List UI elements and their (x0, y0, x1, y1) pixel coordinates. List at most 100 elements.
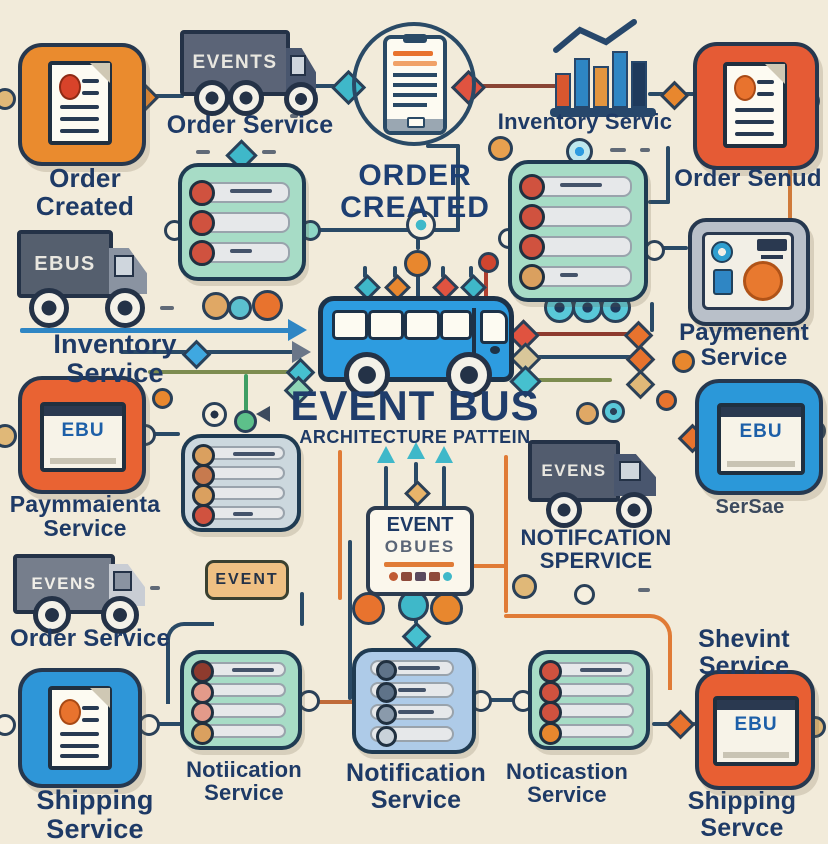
flow-line (426, 144, 460, 148)
shipping-service-label: Shipping Service (36, 785, 154, 844)
event-bus-subtitle: ARCHITECTURE PATTEIN (299, 427, 531, 447)
queue-row (539, 701, 634, 724)
arrow-up-icon (435, 446, 453, 463)
browser-text: EBU (61, 420, 105, 441)
diamond-connector (404, 480, 431, 507)
glyph-row (384, 572, 456, 582)
browser-icon: EBU (713, 696, 799, 766)
truck-wheel (33, 596, 71, 634)
bus-window (404, 310, 440, 340)
flow-line (456, 144, 460, 232)
queue-box-upper-left (178, 163, 306, 281)
flow-line (363, 266, 367, 278)
noticastion-service-label: Noticastion Service (506, 759, 628, 808)
bus-window (440, 310, 472, 340)
flow-line (148, 370, 294, 374)
red-dot (59, 699, 81, 725)
evens-truck-bottom-left: EVENS (13, 552, 149, 634)
order-senud-card (693, 42, 819, 170)
dash-mark (262, 150, 276, 154)
truck-cab (614, 454, 656, 496)
payment-terminal-card (688, 218, 810, 326)
browser-statusbar (723, 752, 789, 758)
diamond-connector (659, 80, 690, 111)
notification-service-label: Notification Service (346, 759, 486, 814)
queue-row (191, 701, 286, 724)
page-fold (90, 63, 110, 83)
node-dot (488, 136, 513, 161)
paymmaienta-browser-card: EBU (18, 376, 146, 494)
event-bus-icon (318, 296, 514, 398)
queue-row (539, 680, 634, 704)
browser-statusbar (727, 461, 795, 467)
event-queue-sign: EVENT OBUES (366, 506, 474, 596)
red-dot (734, 75, 756, 101)
node-dot (602, 400, 625, 423)
queue-box-bottom-center (352, 648, 476, 754)
flow-line (486, 698, 514, 702)
arrow-up-icon (407, 442, 425, 459)
flow-line (660, 246, 688, 250)
flow-line (472, 84, 558, 88)
red-dot (59, 74, 81, 100)
queue-row (370, 682, 454, 703)
dash-mark (290, 114, 298, 118)
notifcation-spervice-label: NOTIFCATION SPERVICE (520, 525, 672, 574)
flow-line (140, 94, 184, 98)
payment-terminal-icon (702, 232, 794, 310)
heading-line1: ORDER (358, 159, 472, 192)
inventory-service-label: Inventory Service (53, 329, 177, 388)
queue-row (189, 239, 290, 266)
event-badge-text: EVENT (215, 571, 279, 588)
event-badge: EVENT (205, 560, 289, 600)
diamond-connector (625, 369, 656, 400)
truck-signage: EVENS (541, 461, 607, 480)
flow-line (452, 564, 506, 568)
notiication-service-label: Notiication Service (186, 757, 302, 806)
queue-row (192, 484, 285, 507)
truck-wheel (546, 492, 582, 528)
flow-line (416, 234, 420, 250)
queue-row (519, 233, 632, 260)
flow-line (416, 272, 420, 300)
diamond-connector (665, 709, 696, 740)
document-icon (48, 61, 112, 145)
order-created-label: Order Created (35, 163, 135, 221)
node-dot (672, 350, 695, 373)
inventory-servic-label: Inventory Servic (497, 109, 673, 134)
browser-text: EBU (734, 714, 778, 735)
flow-line (650, 302, 654, 332)
flow-line (244, 374, 248, 416)
flow-line (504, 614, 646, 618)
arrow-right-icon (292, 341, 311, 363)
browser-statusbar (50, 458, 116, 464)
node-dot (0, 714, 16, 736)
node-dot (252, 290, 283, 321)
queue-box-mid-left (181, 434, 301, 532)
queue-row (191, 660, 286, 683)
node-dot (478, 252, 499, 273)
ebus-truck-left: EBUS (15, 226, 151, 328)
order-service-top-label: Order Service (166, 111, 334, 139)
sersae-label: SerSae (715, 496, 785, 518)
flow-line (338, 450, 342, 600)
event-bus-title: EVENT BUS (290, 382, 540, 429)
node-dot (202, 402, 227, 427)
flow-elbow (644, 614, 672, 690)
diamond-connector (401, 621, 432, 652)
flow-line (20, 328, 290, 333)
flow-line (524, 378, 612, 382)
flow-line (384, 466, 388, 510)
dash-mark (150, 586, 160, 590)
queue-box-bottom-right (528, 650, 650, 750)
queue-row (370, 726, 454, 747)
flow-line (504, 455, 508, 613)
events-truck-top: EVENTS (180, 28, 318, 116)
queue-box-bottom-left (180, 650, 302, 750)
queue-row (539, 660, 634, 683)
node-dot (0, 424, 17, 448)
heading-line2: CREATED (340, 190, 490, 224)
bar-chart-icon (550, 19, 656, 117)
orange-rule (384, 562, 454, 567)
